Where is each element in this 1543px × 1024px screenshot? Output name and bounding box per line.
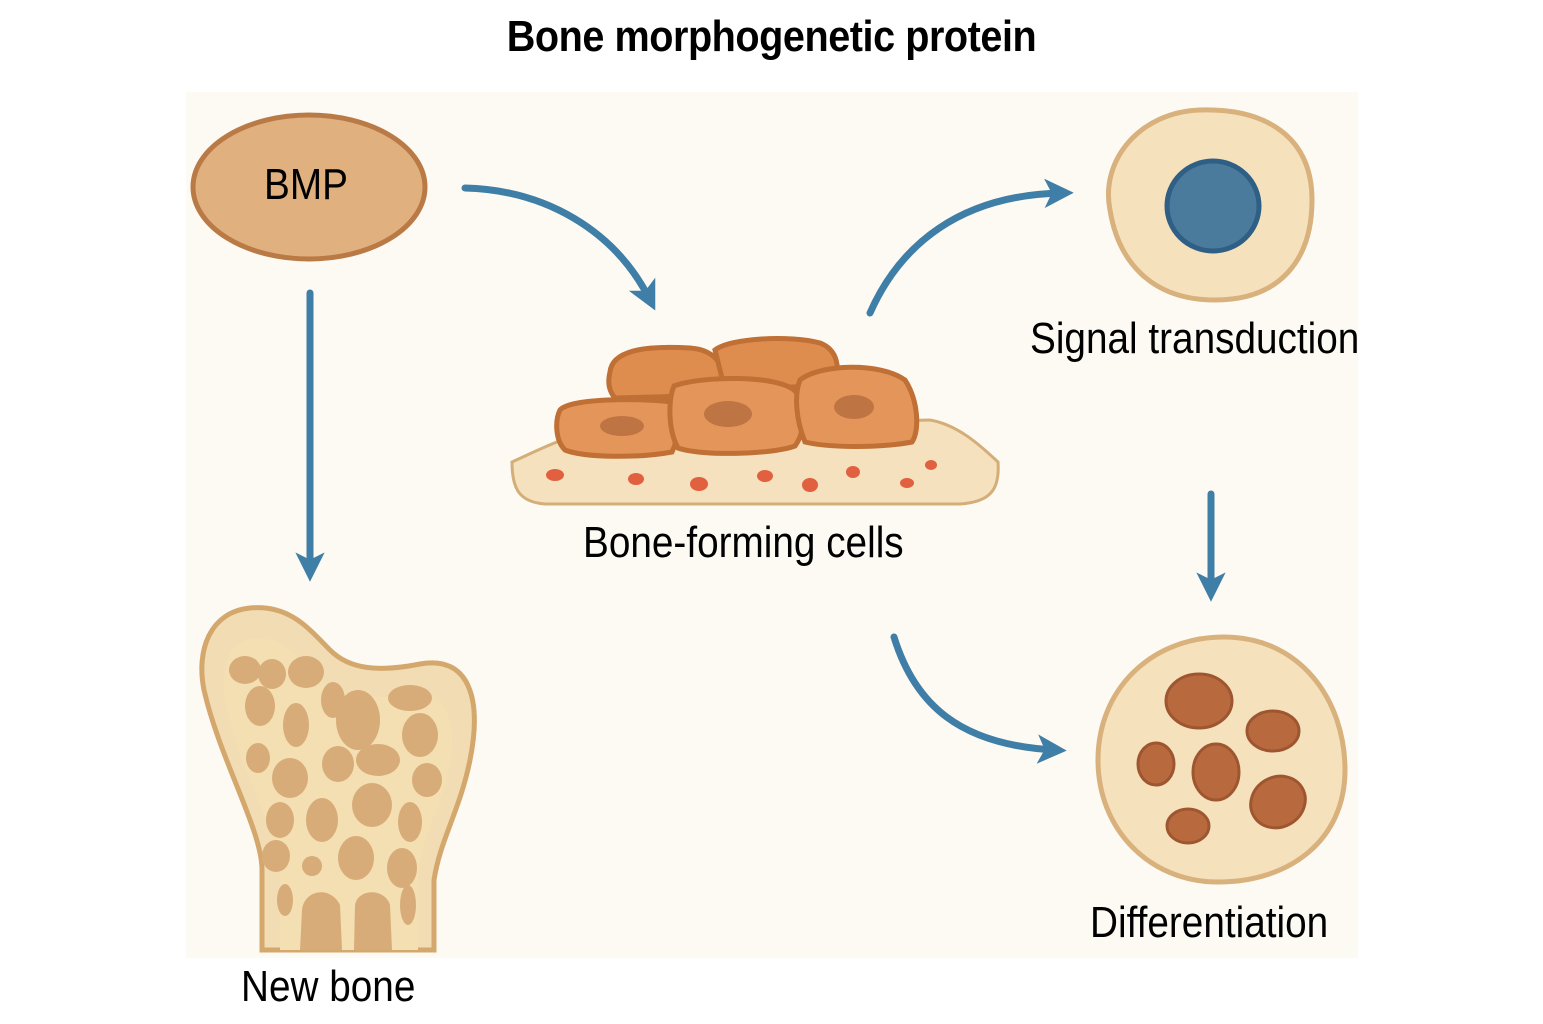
bmp-node bbox=[190, 112, 428, 262]
differentiation-label: Differentiation bbox=[1090, 898, 1329, 947]
signal-transduction-cell bbox=[1106, 107, 1315, 303]
diagram-title: Bone morphogenetic protein bbox=[506, 12, 1037, 61]
signal-transduction-label: Signal transduction bbox=[1030, 314, 1360, 363]
arrow-cells-to-differentiation bbox=[890, 633, 1067, 764]
arrow-bmp-to-cells bbox=[461, 184, 656, 311]
new-bone-label: New bone bbox=[241, 962, 416, 1011]
arrows bbox=[295, 178, 1226, 764]
new-bone-illustration bbox=[199, 605, 477, 953]
arrow-cells-to-signal bbox=[866, 178, 1074, 317]
bone-forming-cells-illustration bbox=[510, 336, 1000, 506]
bmp-label: BMP bbox=[264, 160, 348, 209]
bone-forming-cells-label: Bone-forming cells bbox=[583, 518, 904, 567]
differentiation-cell bbox=[1095, 634, 1348, 885]
